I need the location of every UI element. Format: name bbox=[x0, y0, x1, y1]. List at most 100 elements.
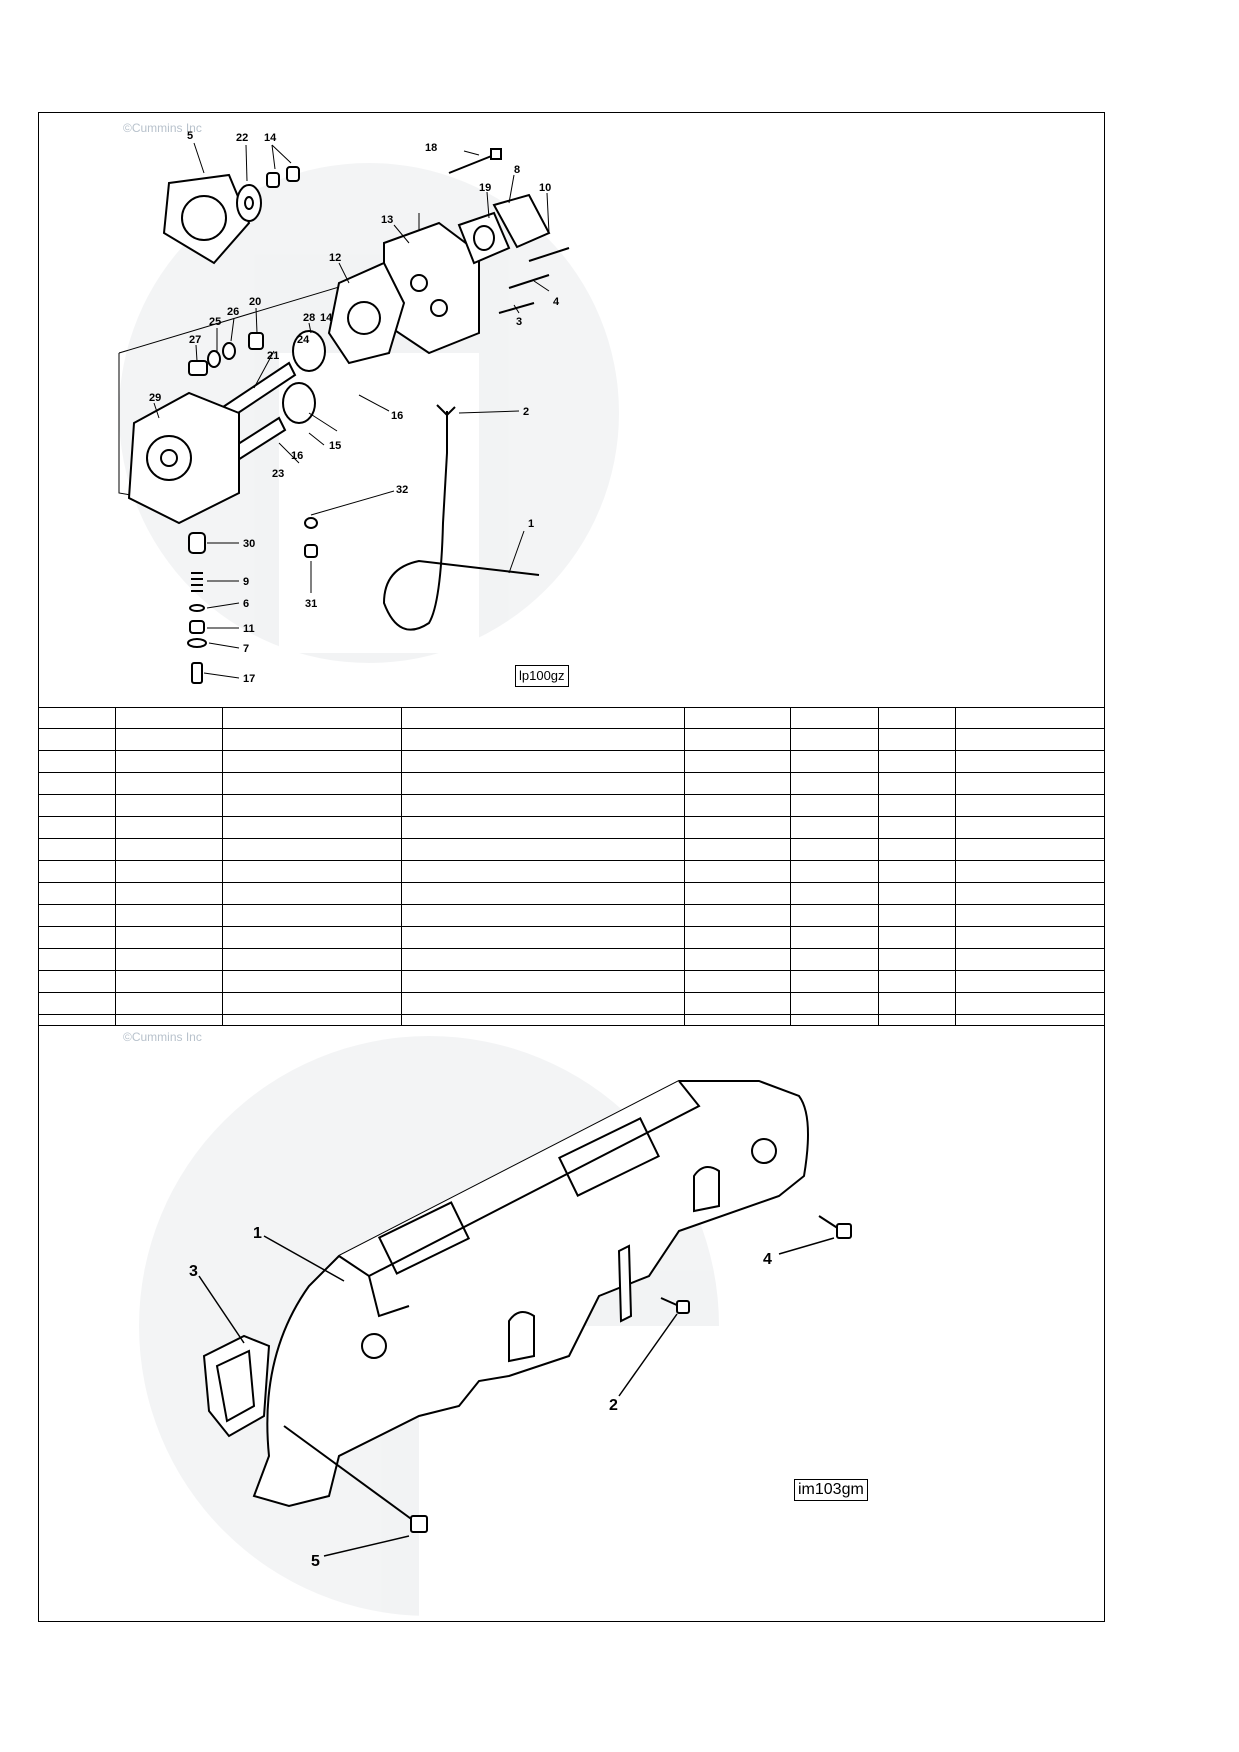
plug-27 bbox=[188, 360, 208, 376]
table-cell bbox=[954, 970, 1104, 993]
table-cell bbox=[877, 992, 956, 1015]
table-cell bbox=[954, 772, 1104, 795]
table-header bbox=[789, 707, 879, 729]
callout-5: 5 bbox=[311, 1553, 320, 1570]
nut-31 bbox=[304, 544, 318, 558]
table-cell bbox=[877, 794, 956, 817]
callout-29: 29 bbox=[149, 392, 161, 404]
table-row bbox=[39, 772, 1104, 795]
callout-10: 10 bbox=[539, 182, 551, 194]
table-cell bbox=[114, 970, 223, 993]
table-cell bbox=[683, 926, 791, 949]
table-cell bbox=[683, 772, 791, 795]
table-cell bbox=[683, 838, 791, 861]
callout-5: 5 bbox=[187, 130, 193, 142]
capscrew-3 bbox=[498, 302, 535, 314]
table-cell bbox=[683, 882, 791, 905]
callout-numbers: 5 22 14 18 8 19 10 13 12 4 3 20 26 25 28… bbox=[149, 130, 560, 685]
table-cell bbox=[39, 728, 116, 751]
capscrew-18 bbox=[448, 148, 502, 174]
capscrew-10 bbox=[528, 247, 570, 262]
table-cell bbox=[789, 926, 879, 949]
callout-23: 23 bbox=[272, 468, 284, 480]
table-cell bbox=[39, 882, 116, 905]
table-cell bbox=[789, 750, 879, 773]
pump-gears bbox=[282, 330, 326, 424]
exhaust-manifold-drawing: 1 3 4 2 5 bbox=[139, 1036, 852, 1616]
table-row bbox=[39, 860, 1104, 883]
capscrew-5 bbox=[283, 1425, 428, 1533]
table-cell bbox=[789, 728, 879, 751]
table-cell bbox=[683, 728, 791, 751]
pump-housing bbox=[127, 391, 240, 525]
manifold-body bbox=[252, 1080, 809, 1508]
table-cell bbox=[221, 970, 402, 993]
table-cell bbox=[400, 838, 685, 861]
table-row bbox=[39, 904, 1104, 927]
page-frame: ©Cummins Inc bbox=[38, 112, 1105, 1622]
table-cell bbox=[954, 794, 1104, 817]
seal-32 bbox=[304, 517, 318, 529]
table-header bbox=[221, 707, 402, 729]
table-cell bbox=[114, 794, 223, 817]
callout-11: 11 bbox=[243, 623, 255, 635]
table-cell bbox=[954, 1014, 1104, 1025]
table-cell bbox=[683, 750, 791, 773]
callout-32: 32 bbox=[396, 484, 408, 496]
table-cell bbox=[39, 750, 116, 773]
table-cell bbox=[39, 816, 116, 839]
relief-valve-stack bbox=[187, 532, 207, 684]
table-cell bbox=[683, 992, 791, 1015]
table-cell bbox=[683, 948, 791, 971]
table-cell bbox=[114, 772, 223, 795]
callout-16: 16 bbox=[391, 410, 403, 422]
table-cell bbox=[877, 772, 956, 795]
seal-26 bbox=[222, 342, 236, 360]
seal-25 bbox=[207, 350, 221, 368]
table-cell bbox=[877, 860, 956, 883]
table-cell bbox=[221, 772, 402, 795]
table-cell bbox=[789, 882, 879, 905]
table-row bbox=[39, 970, 1104, 993]
callout-25: 25 bbox=[209, 316, 221, 328]
table-cell bbox=[877, 970, 956, 993]
table-header bbox=[954, 707, 1104, 729]
callout-17: 17 bbox=[243, 673, 255, 685]
table-cell bbox=[789, 838, 879, 861]
table-cell bbox=[683, 816, 791, 839]
table-cell bbox=[683, 904, 791, 927]
table-cell bbox=[221, 904, 402, 927]
copyright-watermark: ©Cummins Inc bbox=[123, 121, 202, 135]
table-cell bbox=[39, 772, 116, 795]
table-cell bbox=[114, 992, 223, 1015]
table-cell bbox=[114, 750, 223, 773]
callout-9: 9 bbox=[243, 576, 249, 588]
table-cell bbox=[39, 992, 116, 1015]
table-cell bbox=[877, 948, 956, 971]
callout-2: 2 bbox=[609, 1397, 618, 1414]
callout-22: 22 bbox=[236, 132, 248, 144]
parts-table bbox=[39, 707, 1104, 1025]
mounting-flange bbox=[617, 1244, 633, 1323]
callout-1: 1 bbox=[528, 518, 534, 530]
table-header bbox=[39, 707, 116, 729]
table-cell bbox=[400, 772, 685, 795]
table-cell bbox=[789, 970, 879, 993]
oil-tube bbox=[382, 404, 540, 631]
table-cell bbox=[954, 926, 1104, 949]
table-cell bbox=[789, 816, 879, 839]
callout-4: 4 bbox=[763, 1251, 772, 1268]
table-cell bbox=[954, 838, 1104, 861]
table-cell bbox=[683, 860, 791, 883]
table-cell bbox=[954, 992, 1104, 1015]
table-cell bbox=[221, 750, 402, 773]
callout-26: 26 bbox=[227, 306, 239, 318]
table-cell bbox=[114, 1014, 223, 1025]
table-row bbox=[39, 838, 1104, 861]
table-cell bbox=[400, 970, 685, 993]
capscrew-2 bbox=[660, 1297, 690, 1314]
table-cell bbox=[789, 992, 879, 1015]
callout-16b: 16 bbox=[291, 450, 303, 462]
table-cell bbox=[400, 728, 685, 751]
table-cell bbox=[114, 816, 223, 839]
